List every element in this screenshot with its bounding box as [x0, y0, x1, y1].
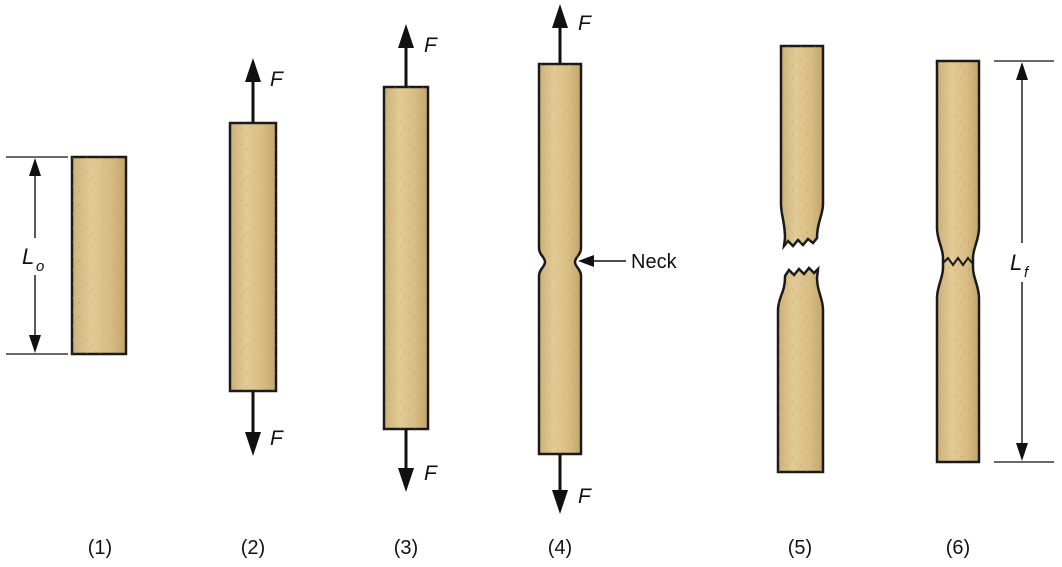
- force-arrow-up-3: [398, 24, 414, 86]
- final-length-subscript: f: [1024, 264, 1030, 281]
- force-label-bottom-4: F: [578, 485, 592, 508]
- stage-label-3: (3): [394, 537, 418, 559]
- final-length-symbol: L: [1010, 250, 1022, 275]
- specimen-6: [935, 59, 981, 464]
- specimen-5-upper: [779, 44, 825, 251]
- force-arrow-down-2: [245, 392, 261, 456]
- stage-label-6: (6): [946, 537, 970, 559]
- original-length-dimension: L o: [6, 156, 68, 355]
- neck-label: Neck: [631, 251, 678, 273]
- specimen-1: [70, 155, 128, 356]
- stage-label-1: (1): [88, 537, 112, 559]
- stage-label-4: (4): [548, 537, 572, 559]
- stage-label-2: (2): [241, 537, 265, 559]
- original-length-subscript: o: [36, 258, 44, 275]
- final-length-dimension: L f: [994, 60, 1054, 463]
- force-label-top-2: F: [270, 68, 284, 91]
- force-label-bottom-2: F: [270, 427, 284, 450]
- force-label-bottom-3: F: [424, 462, 438, 485]
- specimen-4: [537, 62, 583, 456]
- force-arrow-up-2: [245, 58, 261, 122]
- neck-pointer-arrow: [578, 255, 626, 267]
- specimen-2: [228, 121, 278, 393]
- original-length-symbol: L: [22, 244, 34, 269]
- force-arrow-down-4: [552, 455, 568, 514]
- force-label-top-3: F: [424, 34, 438, 57]
- force-label-top-4: F: [578, 12, 592, 35]
- stage-label-5: (5): [788, 537, 812, 559]
- specimen-3: [382, 85, 430, 431]
- force-arrow-down-3: [398, 430, 414, 492]
- force-arrow-up-4: [552, 4, 568, 63]
- specimen-5-lower: [776, 265, 825, 474]
